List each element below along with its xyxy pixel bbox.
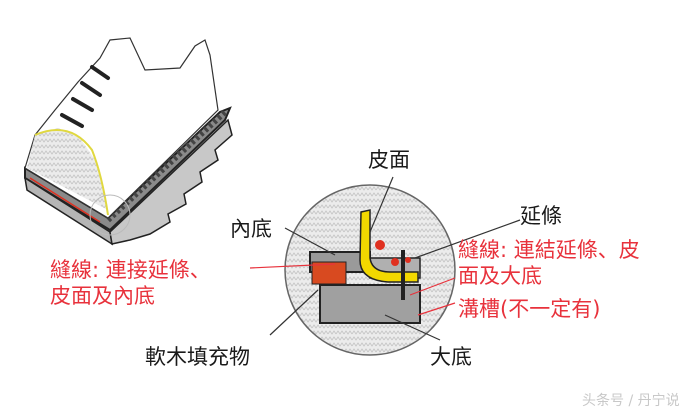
- label-stitch-outer-1: 縫線: 連結延條、皮: [458, 238, 640, 262]
- label-insole: 內底: [230, 217, 272, 241]
- label-stitch-inner-2: 皮面及內底: [50, 284, 155, 308]
- label-welt: 延條: [520, 204, 562, 228]
- label-upper: 皮面: [368, 148, 410, 172]
- label-stitch-outer-2: 面及大底: [458, 264, 542, 288]
- label-outsole: 大底: [430, 345, 472, 369]
- label-stitch-inner-1: 縫線: 連接延條、: [50, 258, 211, 282]
- leader-lines: [249, 176, 521, 341]
- label-cork-filler: 軟木填充物: [145, 345, 250, 369]
- watermark: 头条号 / 丹宁说: [582, 393, 680, 409]
- cross-section-detail: [284, 184, 456, 356]
- label-groove: 溝槽(不一定有): [458, 297, 601, 321]
- shoe-illustration: [23, 37, 233, 246]
